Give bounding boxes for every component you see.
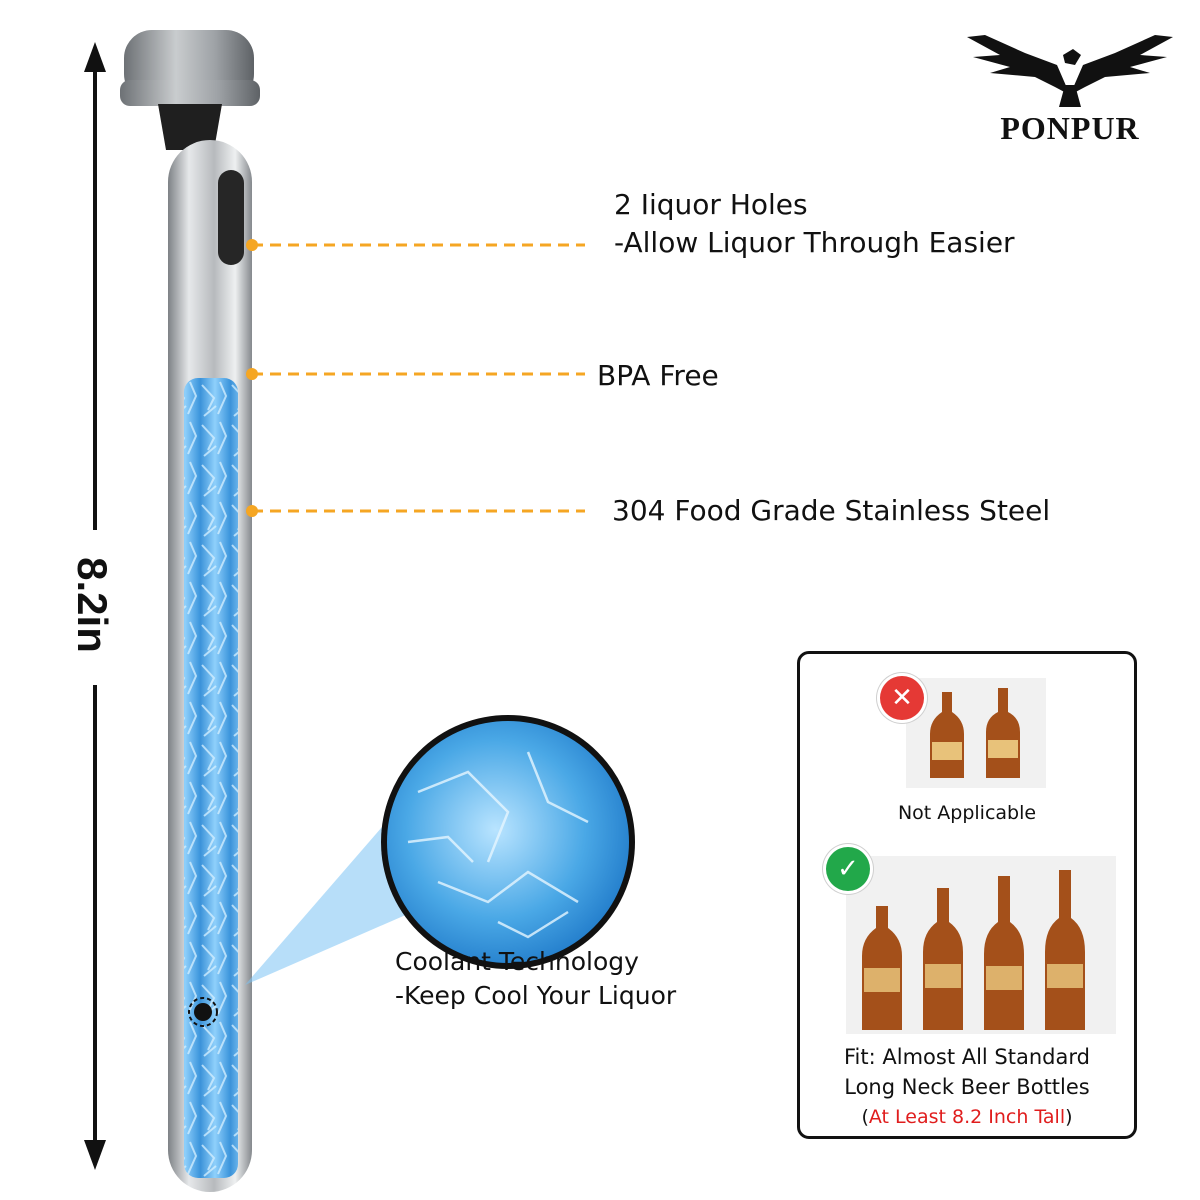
feature-liquor-holes: 2 Iiquor Holes -Allow Liquor Through Eas… (614, 186, 1015, 262)
check-icon: ✓ (826, 847, 870, 891)
eagle-logo-icon (967, 35, 1173, 107)
height-requirement: At Least 8.2 Inch Tall (868, 1106, 1066, 1128)
paren-open: ( (861, 1106, 869, 1128)
long-neck-bottles-image (846, 856, 1116, 1034)
dimension-arrow (84, 42, 106, 1170)
feature-stainless-steel: 304 Food Grade Stainless Steel (612, 494, 1051, 527)
feature-coolant: Coolant Technology -Keep Cool Your Liquo… (395, 945, 676, 1013)
x-icon: ✕ (880, 676, 924, 720)
feature-subtitle: -Allow Liquor Through Easier (614, 226, 1015, 259)
feature-subtitle: -Keep Cool Your Liquor (395, 981, 677, 1010)
fit-line-2: Long Neck Beer Bottles (844, 1075, 1090, 1099)
fit-description: Fit: Almost All Standard Long Neck Beer … (800, 1042, 1134, 1132)
short-bottles-image (906, 678, 1046, 788)
fit-line-3: (At Least 8.2 Inch Tall) (800, 1102, 1134, 1132)
feature-bpa-free: BPA Free (597, 359, 719, 392)
fit-line-1: Fit: Almost All Standard (844, 1045, 1090, 1069)
compatibility-card: ✕ Not Applicable ✓ Fit: Almost All Stand… (797, 651, 1137, 1139)
brand-name: PONPUR (1000, 110, 1140, 146)
not-applicable-label: Not Applicable (897, 802, 1037, 824)
coolant-magnifier (381, 715, 635, 969)
chill-stick-image (120, 30, 260, 1192)
feature-title: 2 Iiquor Holes (614, 188, 808, 221)
feature-title: Coolant Technology (395, 947, 639, 976)
paren-close: ) (1065, 1106, 1073, 1128)
